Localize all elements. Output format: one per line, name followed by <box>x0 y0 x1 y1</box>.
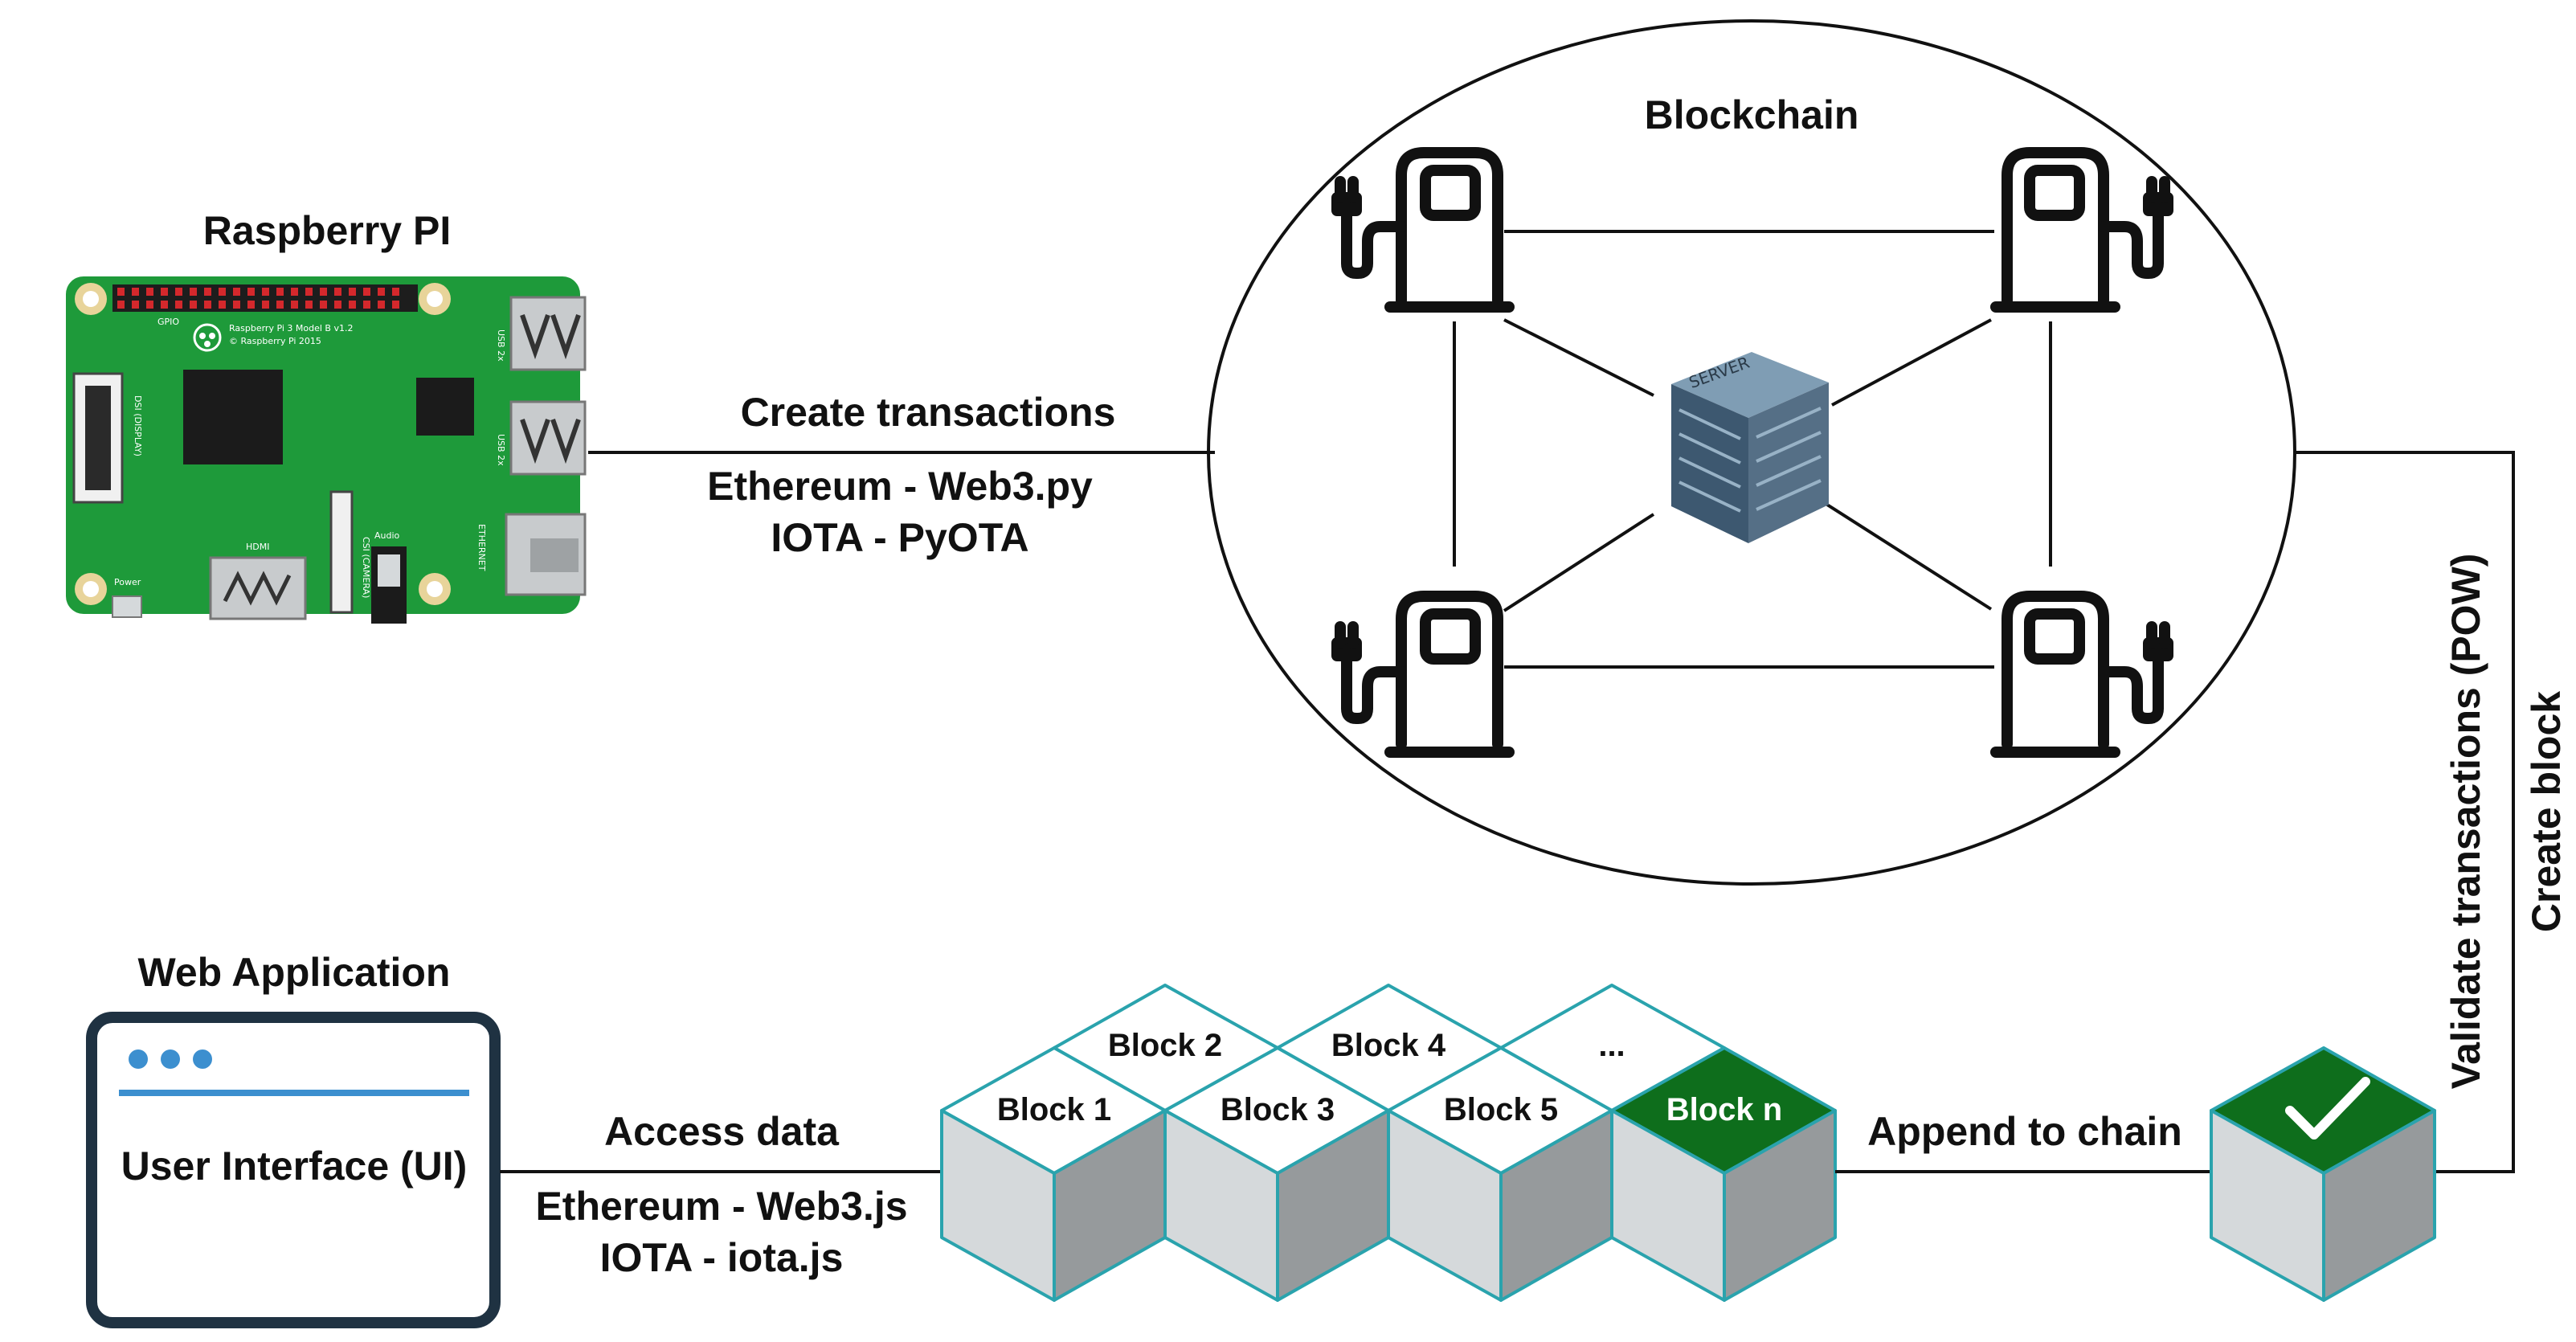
power-label: Power <box>114 577 141 587</box>
block-1-label: Block 1 <box>997 1092 1111 1127</box>
server-icon: SERVER <box>1671 352 1829 543</box>
usb-label-bottom: USB 2x <box>496 434 506 466</box>
block-5-label: Block 5 <box>1444 1092 1558 1127</box>
blockchain-group: Blockchain <box>1207 19 2296 886</box>
usb-port-bottom <box>509 400 587 476</box>
raspberry-pi-board-icon: GPIO Raspberry Pi 3 Model B v1.2 © Raspb… <box>66 276 587 624</box>
charging-station-top-left-icon <box>1331 147 1515 313</box>
web-application-group: Web Application User Interface (UI) <box>86 950 501 1328</box>
usb-port-top <box>509 296 587 371</box>
board-model-text: Raspberry Pi 3 Model B v1.2 <box>229 323 353 333</box>
raspberry-logo-icon <box>193 323 222 352</box>
usb-label-top: USB 2x <box>496 329 506 362</box>
network-links <box>1453 230 2052 669</box>
gpio-label: GPIO <box>157 317 179 327</box>
web-application-title: Web Application <box>138 950 451 995</box>
hdmi-label: HDMI <box>246 542 269 552</box>
user-interface-label: User Interface (UI) <box>121 1144 468 1189</box>
charging-station-bottom-right-icon <box>1990 591 2173 758</box>
connector-blockchain-to-validation <box>2295 451 2515 1173</box>
access-ethereum-label: Ethereum - Web3.js <box>535 1184 907 1229</box>
block-dots-label: ... <box>1598 1028 1625 1063</box>
block-chain-cubes <box>940 984 1837 1302</box>
block-n-label: Block n <box>1666 1092 1782 1127</box>
board-copyright-text: © Raspberry Pi 2015 <box>229 336 321 346</box>
validated-block-icon <box>2210 1046 2436 1302</box>
create-transactions-label: Create transactions <box>741 390 1116 435</box>
access-iota-label: IOTA - iota.js <box>600 1235 844 1280</box>
ethernet-label: ETHERNET <box>476 524 487 571</box>
hdmi-port <box>209 556 307 620</box>
checkmark-icon <box>2285 1077 2370 1139</box>
block-2-label: Block 2 <box>1108 1028 1222 1063</box>
camera-connector-label: CSI (CAMERA) <box>361 537 371 598</box>
audio-jack <box>371 546 407 624</box>
block-4-label: Block 4 <box>1331 1028 1446 1063</box>
access-data-label: Access data <box>604 1109 840 1154</box>
create-block-label: Create block <box>2524 691 2569 932</box>
blockchain-title: Blockchain <box>1645 92 1859 137</box>
display-connector-label: DSI (DISPLAY) <box>133 395 143 456</box>
create-transactions-ethereum: Ethereum - Web3.py <box>707 464 1093 509</box>
charging-station-bottom-left-icon <box>1331 591 1515 758</box>
create-transactions-iota: IOTA - PyOTA <box>771 515 1028 560</box>
append-to-chain-label: Append to chain <box>1867 1109 2182 1154</box>
raspberry-pi-title: Raspberry PI <box>203 208 451 253</box>
validate-transactions-label: Validate transactions (POW) <box>2443 554 2488 1090</box>
raspberry-pi-group: Raspberry PI GPIO Raspberry Pi 3 Model B… <box>66 208 587 624</box>
browser-window-icon <box>86 1012 501 1328</box>
ethernet-port <box>505 513 587 596</box>
block-3-label: Block 3 <box>1221 1092 1335 1127</box>
charging-station-top-right-icon <box>1990 147 2173 313</box>
audio-label: Audio <box>374 530 400 541</box>
